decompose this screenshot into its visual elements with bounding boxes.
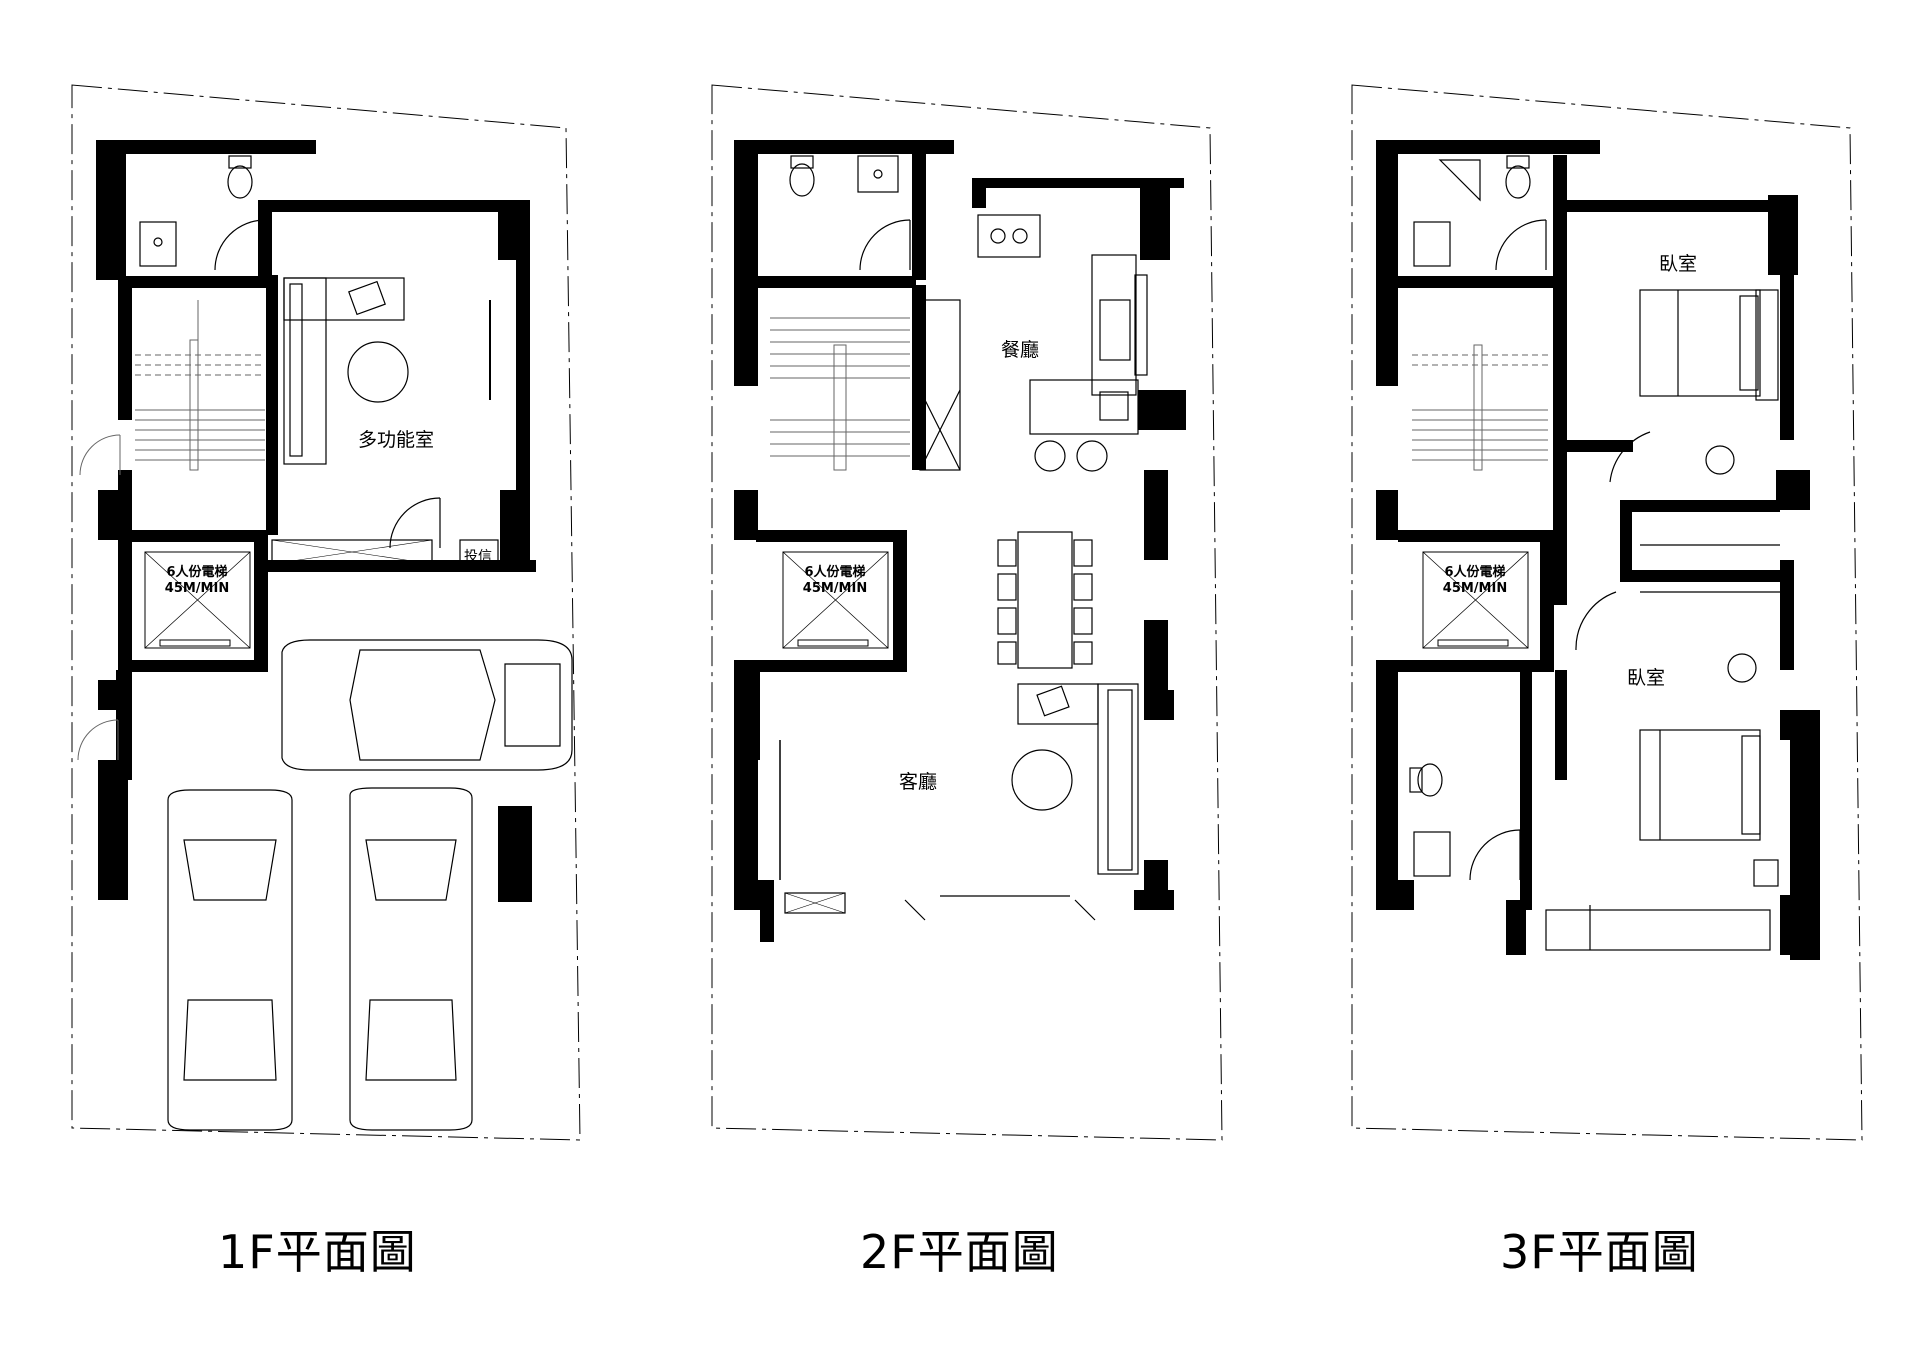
room-label-bedroom-1: 臥室 — [1659, 253, 1697, 275]
elevator-label-2f-line2: 45M/MIN — [803, 581, 867, 596]
elevator-label-3f-line1: 6人份電梯 — [1444, 564, 1505, 580]
elevator-label-3f-line2: 45M/MIN — [1443, 581, 1507, 596]
elevator-1f — [144, 551, 251, 649]
dining-table-2f — [997, 531, 1093, 669]
site-boundary-1f — [71, 84, 581, 1141]
room-label-dining: 餐廳 — [1001, 339, 1039, 361]
stairs-3f — [1412, 344, 1548, 471]
caption-1f: 1F平面圖 — [218, 1225, 417, 1279]
elevator-3f — [1422, 551, 1529, 649]
walls-3f — [1376, 140, 1820, 960]
site-boundary-3f — [1351, 84, 1863, 1141]
floor-3-plan: 臥室 臥室 6人份電梯 45M/MIN — [1351, 84, 1863, 1141]
walls-2f — [734, 140, 1186, 942]
room-label-living: 客廳 — [899, 771, 937, 793]
elevator-label-1f-line2: 45M/MIN — [165, 581, 229, 596]
walls-1f — [96, 140, 536, 902]
bathroom-fixtures-3f — [1381, 149, 1547, 881]
floor-1-plan: 多功能室 投信 6人份電梯 45M/MIN — [71, 84, 581, 1141]
room-label-multi: 多功能室 — [358, 429, 434, 451]
caption-3f: 3F平面圖 — [1500, 1225, 1699, 1279]
mailbox-label: 投信 — [464, 549, 492, 565]
elevator-label-2f-line1: 6人份電梯 — [804, 564, 865, 580]
bedroom-1-furniture — [1563, 289, 1780, 546]
site-boundary-2f — [711, 84, 1223, 1141]
toilet-fixture-1f — [101, 149, 266, 271]
floor-2-plan: 餐廳 客廳 6人份電梯 45M/MIN — [711, 84, 1223, 1141]
room-label-bedroom-2: 臥室 — [1627, 667, 1665, 689]
living-room-furniture-2f — [779, 683, 1139, 921]
car-1f-right — [349, 787, 473, 1131]
caption-2f: 2F平面圖 — [860, 1225, 1059, 1279]
car-1f-left — [167, 789, 293, 1131]
bedroom-2-furniture — [1529, 591, 1780, 951]
elevator-2f — [782, 551, 889, 649]
bathroom-fixtures-2f — [739, 149, 911, 271]
car-1f-top — [281, 639, 573, 771]
stairs-2f — [770, 317, 910, 471]
stairs-1f — [77, 300, 265, 761]
kitchen-2f — [919, 214, 1148, 472]
elevator-label-1f-line1: 6人份電梯 — [166, 564, 227, 580]
multi-room-furniture — [271, 277, 499, 565]
meter-box-1f — [499, 809, 531, 841]
